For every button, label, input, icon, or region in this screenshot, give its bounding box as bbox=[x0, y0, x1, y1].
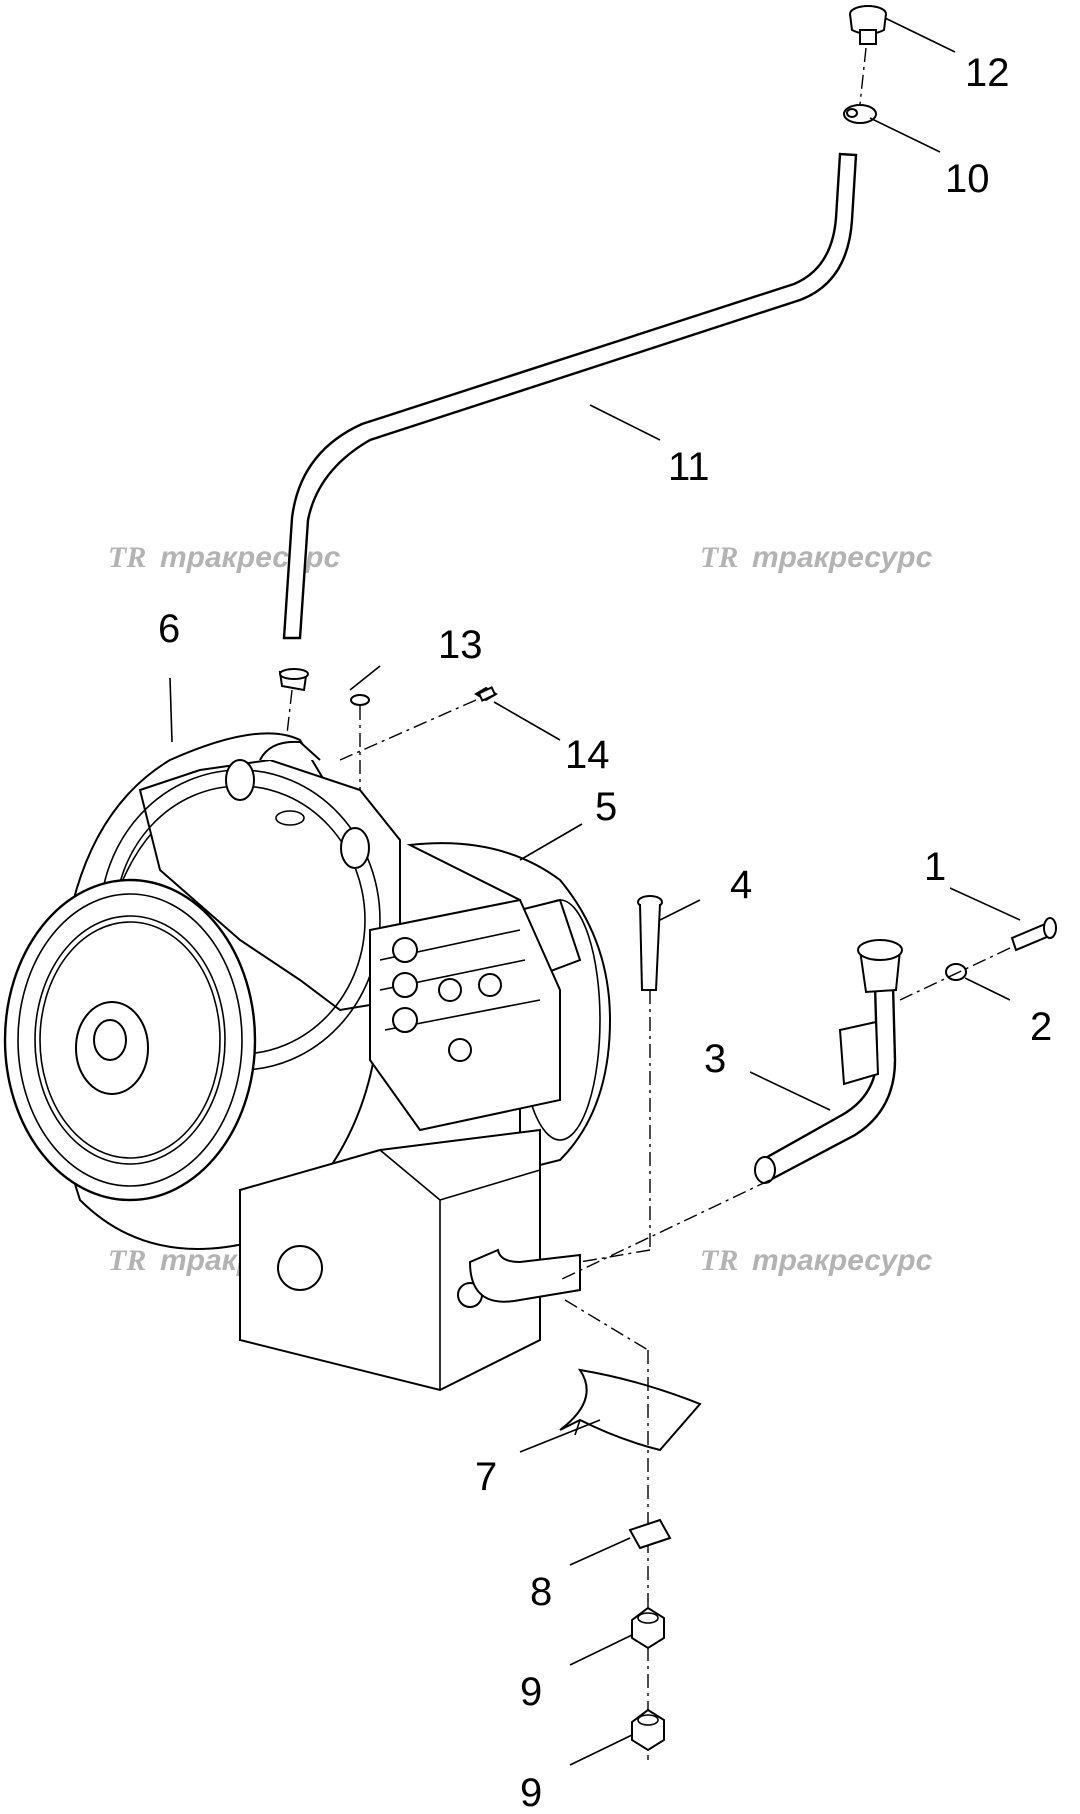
watermark-logo: TR bbox=[700, 541, 738, 574]
nut-upper-part bbox=[631, 1606, 665, 1650]
plate-part bbox=[628, 1518, 672, 1550]
watermark-text: тракресурс bbox=[752, 541, 933, 574]
callout-5: 5 bbox=[595, 785, 617, 829]
watermark-logo: TR bbox=[700, 1244, 738, 1277]
axis-line bbox=[899, 947, 1011, 1001]
transmission-assembly bbox=[3, 732, 612, 1392]
nut-lower-part bbox=[631, 1708, 665, 1752]
watermark-logo: TR bbox=[108, 1244, 146, 1277]
callout-7: 7 bbox=[475, 1455, 497, 1499]
axis-line bbox=[564, 1299, 649, 1351]
watermark-top-left: TR тракресурс bbox=[108, 541, 341, 574]
leader-lines bbox=[169, 17, 1021, 1766]
callout-9-upper: 9 bbox=[520, 1670, 542, 1714]
watermark-text: тракресурс bbox=[752, 1244, 933, 1277]
callout-6: 6 bbox=[158, 607, 180, 651]
breather-cap-part bbox=[849, 5, 887, 45]
callout-11: 11 bbox=[668, 445, 710, 489]
callout-13: 13 bbox=[438, 623, 483, 667]
plug-part bbox=[350, 694, 370, 706]
bolt-part bbox=[637, 895, 663, 991]
callout-8: 8 bbox=[530, 1570, 552, 1614]
callout-labels: 1 2 3 4 5 6 7 8 9 9 10 11 12 13 14 bbox=[158, 51, 1052, 1814]
watermark-text: тракресурс bbox=[160, 541, 341, 574]
callout-4: 4 bbox=[730, 863, 752, 907]
filler-pipe-part bbox=[754, 939, 903, 1184]
watermark-bottom-right: TR тракресурс bbox=[700, 1244, 933, 1277]
axis-line bbox=[579, 1249, 651, 1263]
callout-9-lower: 9 bbox=[520, 1771, 542, 1814]
clip-part bbox=[843, 104, 877, 124]
axis-line bbox=[559, 1179, 771, 1281]
axis-line bbox=[339, 699, 477, 761]
watermark-top-right: TR тракресурс bbox=[700, 541, 933, 574]
fitting-part bbox=[474, 686, 498, 702]
watermark-logo: TR bbox=[108, 541, 146, 574]
tube-fitting-part bbox=[278, 668, 309, 692]
callout-2: 2 bbox=[1030, 1005, 1052, 1049]
bolt-1-part bbox=[1010, 917, 1057, 952]
callout-10: 10 bbox=[945, 157, 990, 201]
bracket-part bbox=[559, 1368, 702, 1452]
axis-line bbox=[859, 47, 867, 105]
callout-14: 14 bbox=[565, 733, 610, 777]
callout-1: 1 bbox=[924, 845, 946, 889]
dipstick-tube-part bbox=[282, 152, 858, 640]
callout-12: 12 bbox=[965, 51, 1010, 95]
callout-3: 3 bbox=[704, 1037, 726, 1081]
